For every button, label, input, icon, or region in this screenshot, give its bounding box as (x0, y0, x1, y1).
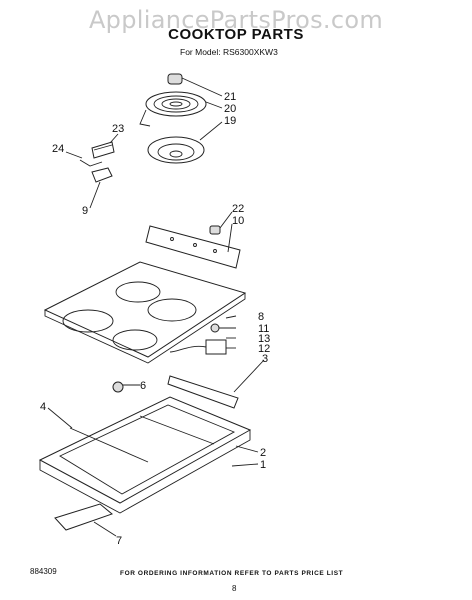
page-title: COOKTOP PARTS (168, 26, 304, 43)
indicator-light-part (209, 225, 221, 235)
model-label: For Model: RS6300XKW3 (180, 47, 278, 57)
callout-20: 20 (224, 103, 236, 115)
drip-bowl-part (147, 136, 205, 164)
support-bracket-part (167, 375, 239, 409)
switch-part (205, 339, 227, 355)
callout-1: 1 (260, 459, 266, 471)
footer-code: 884309 (30, 567, 57, 576)
callout-9: 9 (82, 205, 88, 217)
bracket-part (91, 167, 113, 183)
callout-12: 12 (258, 343, 270, 355)
leader-lines (47, 77, 265, 537)
receptacle-parts (79, 141, 115, 183)
callout-2: 2 (260, 447, 266, 459)
control-panel-strip (145, 225, 241, 269)
callout-numbers: 21 20 19 23 24 9 22 10 8 11 13 12 3 6 4 … (40, 91, 270, 547)
callout-7: 7 (116, 535, 122, 547)
burner-box (38, 396, 252, 514)
callout-21: 21 (224, 91, 236, 103)
footer-note: FOR ORDERING INFORMATION REFER TO PARTS … (120, 570, 344, 577)
page-number: 8 (232, 584, 237, 593)
callout-22: 22 (232, 203, 244, 215)
callout-10: 10 (232, 215, 244, 227)
infinite-switch-parts (169, 323, 227, 355)
surface-element-assembly (139, 73, 207, 164)
knob-part (167, 73, 183, 85)
watermark-text: AppliancePartsPros.com (88, 6, 384, 34)
grommet-part (112, 381, 124, 393)
callout-24: 24 (52, 143, 64, 155)
cooktop-top (43, 261, 247, 364)
callout-3: 3 (262, 353, 268, 365)
trim-part (54, 503, 113, 531)
callout-19: 19 (224, 115, 236, 127)
callout-4: 4 (40, 401, 46, 413)
callout-11: 11 (258, 323, 269, 335)
callout-13: 13 (258, 333, 270, 345)
callout-23: 23 (112, 123, 124, 135)
callout-6: 6 (140, 380, 146, 392)
callout-8: 8 (258, 311, 264, 323)
